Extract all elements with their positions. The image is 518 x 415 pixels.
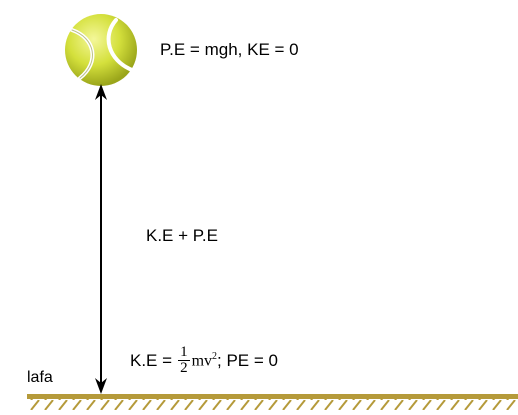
half-fraction: 1 2 [178, 345, 190, 376]
fraction-denominator: 2 [180, 361, 188, 376]
ke-prefix: K.E = [130, 351, 172, 371]
pe-suffix: ; PE = 0 [217, 351, 278, 371]
double-arrow-icon [95, 84, 107, 394]
tennis-ball-icon [65, 14, 137, 86]
ground-surface [27, 394, 518, 410]
ground-label: lafa [27, 369, 53, 387]
mv-term: mv2 [192, 351, 217, 370]
mv-text: mv [192, 352, 212, 369]
fraction-numerator: 1 [178, 345, 190, 361]
middle-energy-label: K.E + P.E [146, 226, 218, 246]
bottom-energy-label: K.E = 1 2 mv2 ; PE = 0 [130, 345, 278, 376]
top-energy-label: P.E = mgh, KE = 0 [160, 40, 299, 60]
